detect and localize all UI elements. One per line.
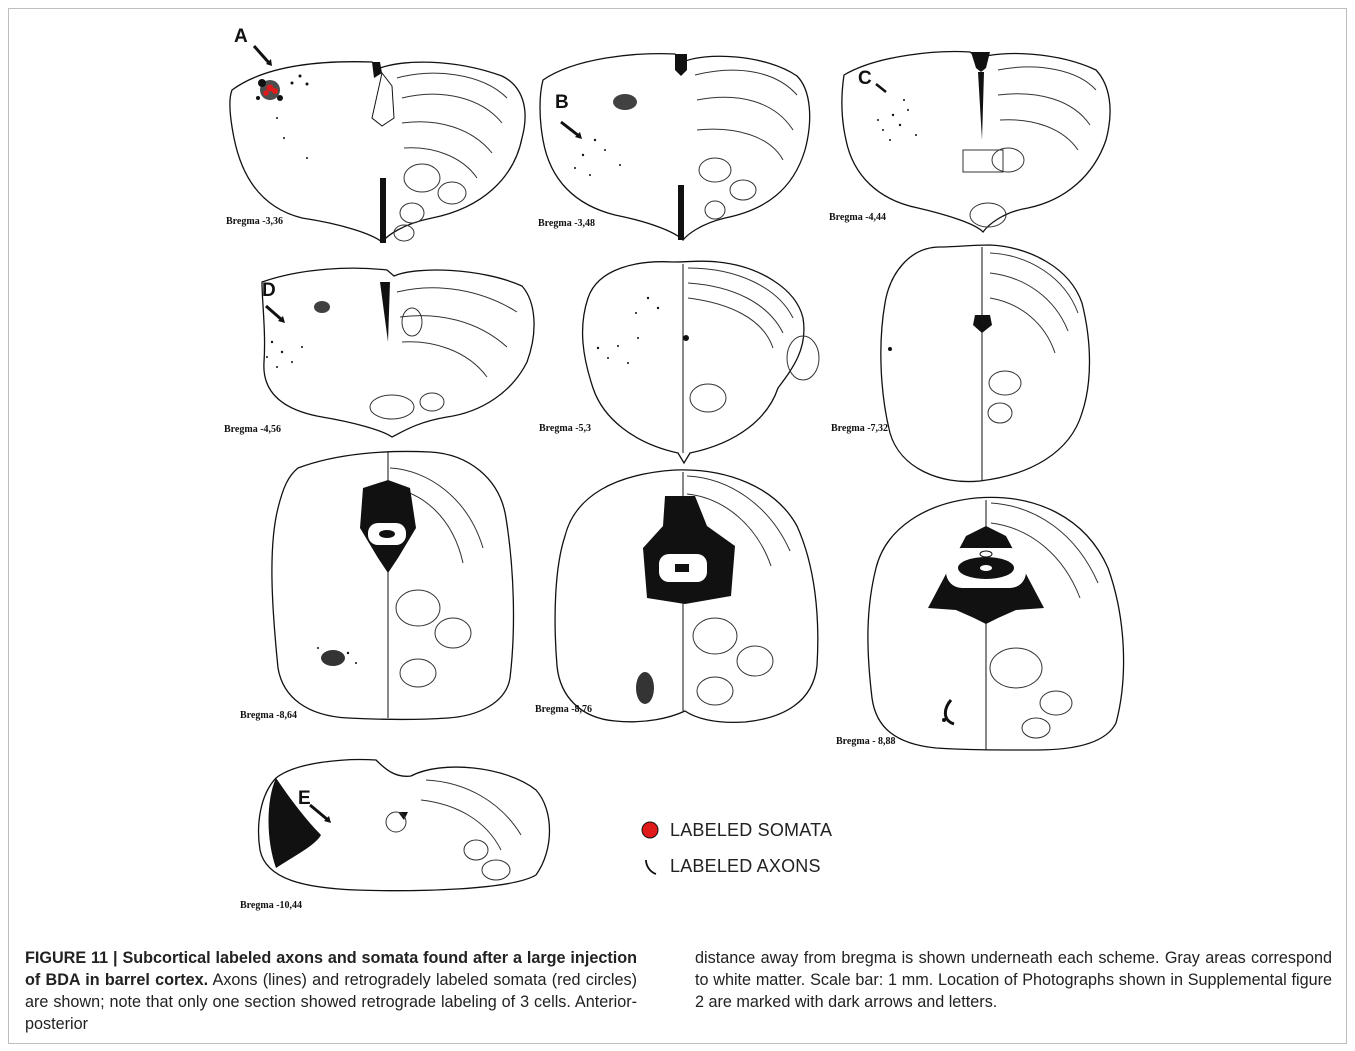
section-panel-bregma-3-36: A Bregma -3,36 [222,28,532,256]
bregma-label: Bregma -4,44 [829,212,886,223]
section-panel-bregma-8-64: Bregma -8,64 [238,448,538,723]
labeled-soma-dot [272,88,278,94]
section-panel-bregma-5-3: Bregma -5,3 [538,258,828,468]
bregma-label: Bregma -3,48 [538,218,595,229]
labeled-soma-dot [263,90,269,96]
photo-marker-letter: E [298,788,311,810]
brain-section-outline [538,258,828,468]
section-panel-bregma-8-76: Bregma -8,76 [535,466,830,726]
section-panel-bregma-7-32: Bregma -7,32 [830,243,1120,488]
bregma-label: Bregma -8,64 [240,710,297,721]
legend-label-somata: LABELED SOMATA [670,820,832,841]
photo-marker-letter: B [555,92,569,114]
section-panel-bregma-3-48: B Bregma -3,48 [535,40,815,250]
photo-marker-letter: C [858,68,872,90]
bregma-label: Bregma -4,56 [224,424,281,435]
brain-section-outline [238,448,538,723]
legend-item-somata: LABELED SOMATA [640,812,832,848]
bregma-label: Bregma -7,32 [831,423,888,434]
section-panel-bregma-4-44: C Bregma -4,44 [838,40,1118,240]
brain-section-outline [535,466,830,726]
bregma-label: Bregma -8,76 [535,704,592,715]
bregma-label: Bregma - 8,88 [836,736,896,747]
section-panel-bregma-10-44: E Bregma -10,44 [236,740,556,910]
red-circle-icon [640,820,660,840]
figure-number: FIGURE 11 | [25,949,122,967]
figure-caption-left: FIGURE 11 | Subcortical labeled axons an… [25,947,637,1035]
legend-label-axons: LABELED AXONS [670,856,821,877]
photo-marker-letter: D [262,280,276,302]
brain-section-outline [830,243,1120,488]
figure-caption-right: distance away from bregma is shown under… [695,947,1332,1013]
caption-body-right: distance away from bregma is shown under… [695,949,1332,1011]
section-panel-bregma-4-56: D Bregma -4,56 [222,262,542,442]
figure-legend: LABELED SOMATA LABELED AXONS [640,812,832,884]
photo-marker-letter: A [234,26,248,48]
legend-item-axons: LABELED AXONS [640,848,832,884]
section-panel-bregma-8-88: Bregma - 8,88 [836,488,1136,753]
bregma-label: Bregma -3,36 [226,216,283,227]
axon-line-icon [640,856,660,876]
brain-section-outline [836,488,1136,753]
bregma-label: Bregma -10,44 [240,900,302,911]
bregma-label: Bregma -5,3 [539,423,591,434]
brain-section-outline [236,740,556,910]
brain-section-outline [838,40,1118,240]
